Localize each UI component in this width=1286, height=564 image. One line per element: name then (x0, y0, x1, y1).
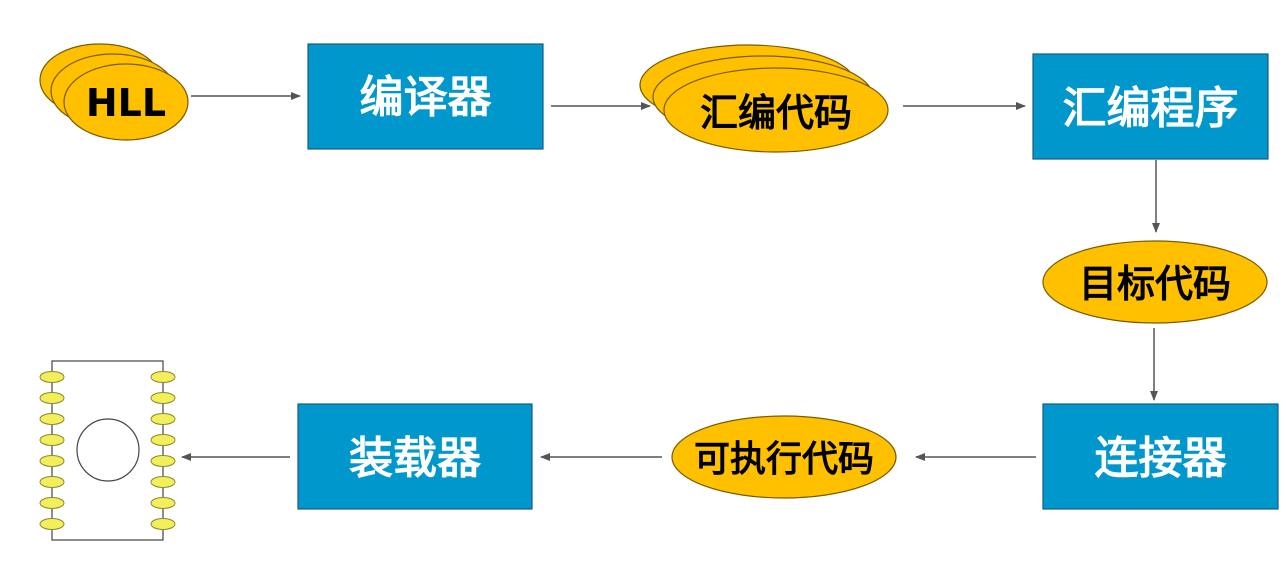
assembler-label: 汇编程序 (1063, 83, 1239, 134)
chip-pin-left-3 (39, 413, 65, 425)
executable-code-label: 可执行代码 (694, 439, 874, 480)
compiler-box: 编译器 (307, 43, 544, 150)
assembly-code-label: 汇编代码 (700, 91, 852, 135)
linker-box: 连接器 (1042, 403, 1279, 510)
chip-pin-right-8 (150, 518, 176, 530)
chip-pin-right-6 (150, 476, 176, 488)
hll-node: HLL (39, 43, 189, 141)
assembly-code-node: 汇编代码 (639, 44, 889, 153)
chip-pin-left-7 (39, 497, 65, 509)
chip-pin-right-4 (150, 434, 176, 446)
object-code-node: 目标代码 (1042, 240, 1268, 324)
chip-pins (39, 371, 176, 530)
hll-label: HLL (86, 81, 166, 125)
microchip-icon (39, 360, 176, 541)
assembler-box: 汇编程序 (1032, 53, 1269, 160)
chip-pin-right-2 (150, 392, 176, 404)
object-code-label: 目标代码 (1079, 262, 1231, 306)
compiler-label: 编译器 (360, 72, 493, 123)
chip-pin-right-7 (150, 497, 176, 509)
chip-pin-left-2 (39, 392, 65, 404)
chip-pin-right-3 (150, 413, 176, 425)
chip-pin-left-1 (39, 371, 65, 383)
linker-label: 连接器 (1095, 433, 1228, 484)
loader-label: 装载器 (349, 433, 482, 484)
chip-pin-right-1 (150, 371, 176, 383)
chip-pin-left-8 (39, 518, 65, 530)
chip-pin-left-6 (39, 476, 65, 488)
executable-code-node: 可执行代码 (671, 415, 897, 499)
chip-pin-right-5 (150, 455, 176, 467)
chip-pin-left-5 (39, 455, 65, 467)
chip-pin-left-4 (39, 434, 65, 446)
loader-box: 装载器 (297, 403, 533, 510)
